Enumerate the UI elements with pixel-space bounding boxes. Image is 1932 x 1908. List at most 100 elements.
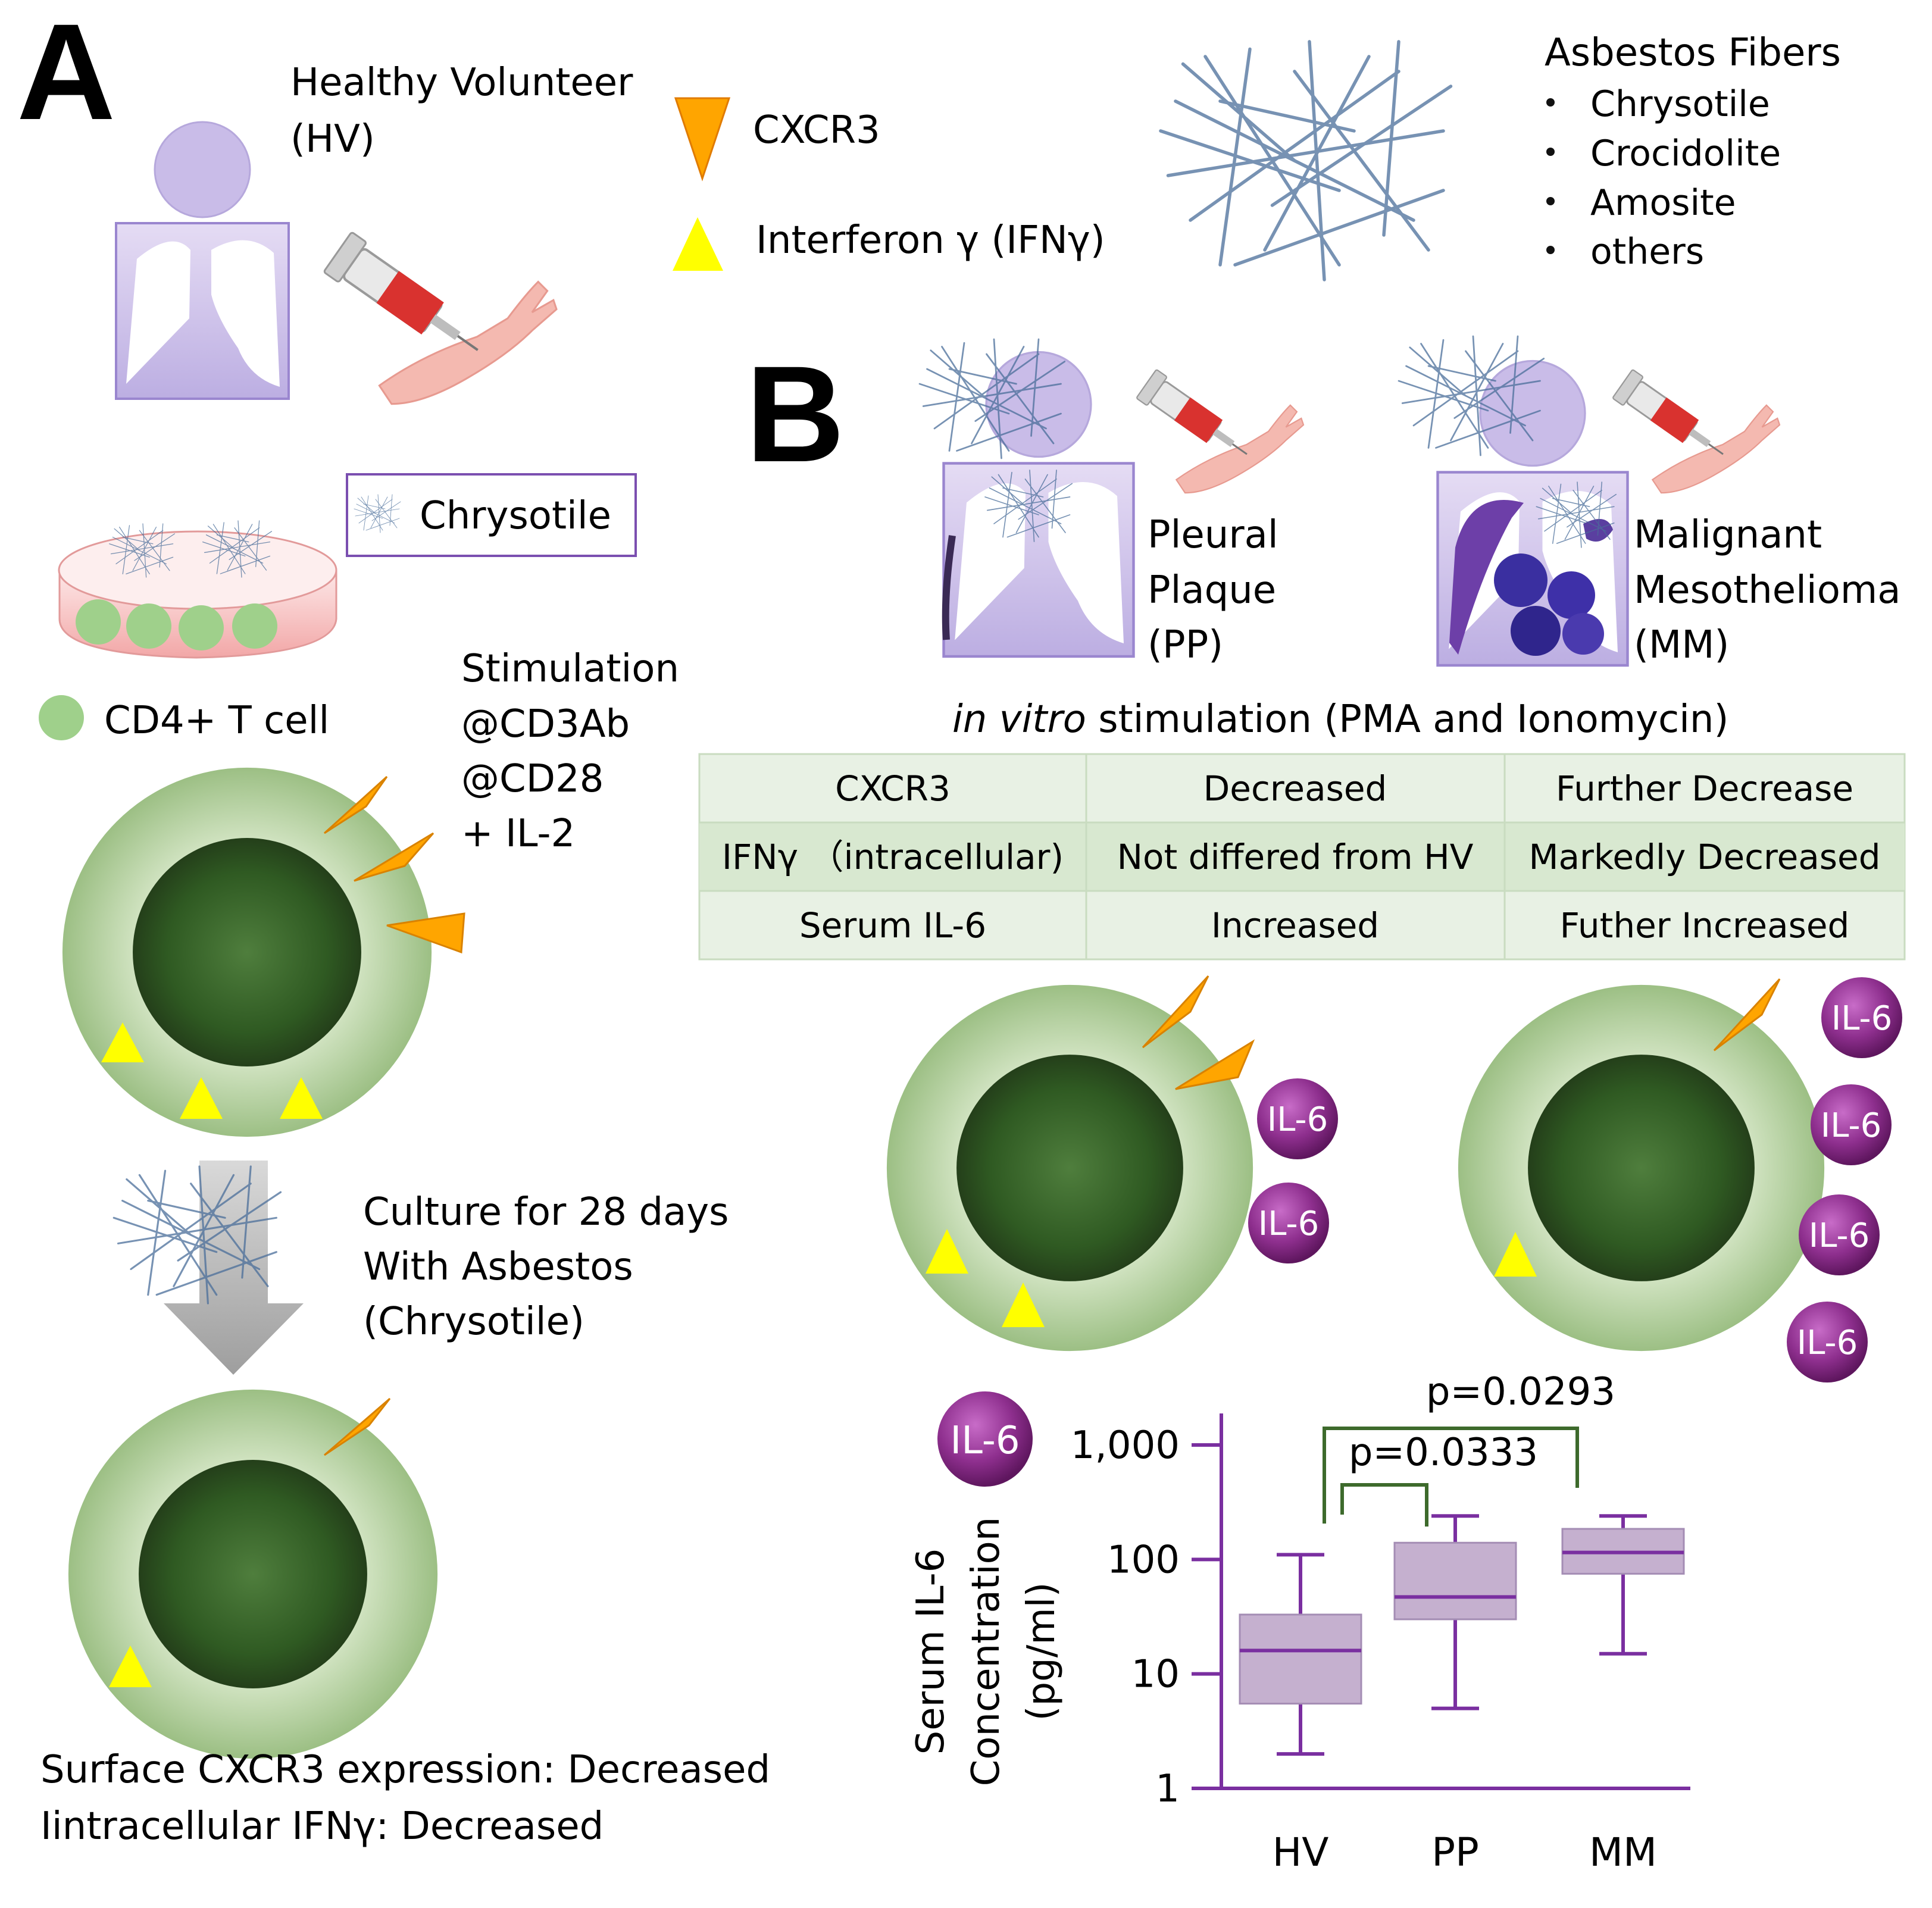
y-axis-label-line: Serum IL-6 (909, 1549, 953, 1755)
pp-label-line: Plaque (1148, 568, 1276, 612)
blood-draw-icon (1611, 368, 1781, 494)
il6-label: IL-6 (1831, 999, 1893, 1038)
y-axis-label-line: Concentration (964, 1517, 1008, 1787)
t-cell-stimulated (62, 767, 465, 1137)
il6-label: IL-6 (1258, 1205, 1320, 1243)
box-iqr (1239, 1613, 1362, 1705)
il6-label: IL-6 (950, 1419, 1020, 1463)
blood-draw-icon (1135, 368, 1305, 494)
cxcr3-legend-icon (674, 97, 731, 182)
table-cell: Decreased (1203, 768, 1387, 809)
x-tick-label: PP (1431, 1829, 1479, 1875)
asbestos-item: Amosite (1590, 182, 1736, 224)
il6-boxplot: Serum IL-6 Concentration (pg/ml) 1101001… (909, 1370, 1690, 1875)
pp-label-line: (PP) (1148, 623, 1223, 667)
cxcr3-receptor (1713, 978, 1781, 1052)
asbestos-item: Crocidolite (1590, 133, 1781, 174)
il6-label: IL-6 (1267, 1100, 1328, 1139)
cd4-legend-label: CD4+ T cell (104, 699, 329, 743)
result-line: Iintracellular IFNγ: Decreased (40, 1804, 604, 1848)
significance-bracket (1323, 1427, 1579, 1524)
y-axis-label-line: (pg/ml) (1020, 1582, 1064, 1721)
il6-badge: IL-6 (1787, 1302, 1868, 1382)
blood-draw-icon (324, 232, 557, 404)
stimulation-line: + IL-2 (461, 812, 575, 856)
mesothelioma-patient (1398, 335, 1628, 665)
table-cell: Markedly Decreased (1528, 837, 1880, 877)
results-table: CXCR3 Decreased Further Decrease IFNγ （i… (698, 753, 1906, 961)
asbestos-item: Chrysotile (1590, 83, 1770, 125)
asbestos-title: Asbestos Fibers (1545, 31, 1841, 75)
cxcr3-receptor (323, 775, 388, 834)
ifng-marker (180, 1077, 223, 1119)
stimulation-line: @CD3Ab (461, 702, 630, 746)
table-cell: Increased (1211, 905, 1379, 946)
t-cell-mm (1458, 978, 1825, 1352)
stimulation-line: Stimulation (461, 647, 679, 691)
y-tick-label: 10 (1131, 1653, 1180, 1697)
hv-label-line1: Healthy Volunteer (290, 61, 633, 105)
mm-label-line: Mesothelioma (1634, 568, 1900, 612)
mm-label-line: Malignant (1634, 513, 1822, 557)
stimulation-text: Stimulation @CD3Ab @CD28 + IL-2 (461, 647, 679, 856)
table-cell: IFNγ （intracellular) (722, 837, 1064, 877)
panel-b-label: B (746, 337, 845, 490)
p-value-label: p=0.0293 (1426, 1370, 1615, 1414)
healthy-volunteer-figure (115, 121, 290, 400)
x-tick-label: MM (1589, 1829, 1657, 1875)
pp-label-line: Pleural (1148, 513, 1278, 557)
cxcr3-receptor (324, 1397, 391, 1456)
p-value-label: p=0.0333 (1349, 1431, 1538, 1475)
il6-badge: IL-6 (1248, 1183, 1329, 1263)
t-cell-after-asbestos (68, 1389, 438, 1759)
asbestos-list: Chrysotile Crocidolite Amosite others (1546, 83, 1781, 273)
chrysotile-box-label: Chrysotile (420, 494, 611, 538)
ifng-marker (1002, 1283, 1045, 1327)
culture-dish (58, 520, 337, 659)
il6-badge: IL-6 (1799, 1194, 1880, 1275)
cd4-legend-icon (39, 695, 84, 740)
asbestos-item: others (1590, 231, 1704, 273)
table-cell: Not differed from HV (1117, 837, 1474, 877)
chrysotile-box (346, 473, 637, 557)
ifng-marker (280, 1077, 323, 1119)
culture-arrow (112, 1161, 304, 1375)
in-vitro-caption: in vitro stimulation (PMA and Ionomycin) (952, 697, 1728, 742)
table-cell: Further Decrease (1556, 768, 1853, 809)
il6-label: IL-6 (1809, 1216, 1870, 1255)
ifng-marker (101, 1022, 144, 1062)
il6-badge: IL-6 (1811, 1084, 1892, 1165)
t-cell-pp (886, 975, 1255, 1352)
significance-bracket (1340, 1483, 1428, 1527)
cxcr3-receptor (354, 832, 434, 882)
cxcr3-receptor (1175, 1039, 1255, 1090)
ifng-marker (1494, 1232, 1537, 1277)
table-cell: Serum IL-6 (799, 905, 986, 946)
x-tick-label: HV (1273, 1829, 1329, 1875)
y-tick-label: 1,000 (1071, 1424, 1180, 1468)
y-axis-label: Serum IL-6 Concentration (pg/ml) (909, 1517, 1064, 1787)
pleural-plaque-patient (918, 338, 1134, 656)
ifng-marker (926, 1229, 968, 1274)
culture-line: (Chrysotile) (363, 1300, 584, 1344)
stimulation-line: @CD28 (461, 757, 604, 801)
asbestos-fibers-icon (1161, 42, 1451, 280)
table-cell: Futher Increased (1560, 905, 1850, 946)
ifng-legend-icon (673, 217, 723, 271)
cxcr3-receptor (1142, 975, 1209, 1049)
il6-badge: IL-6 (1821, 977, 1902, 1058)
result-line: Surface CXCR3 expression: Decreased (40, 1748, 770, 1792)
hv-label-line2: (HV) (290, 117, 375, 161)
il6-label: IL-6 (1821, 1106, 1882, 1145)
table-cell: CXCR3 (835, 768, 951, 809)
culture-text: Culture for 28 days With Asbestos (Chrys… (363, 1190, 729, 1344)
chart-il6-badge: IL-6 (937, 1391, 1033, 1487)
panel-a-label: A (17, 0, 115, 148)
ifng-legend-label: Interferon γ (IFNγ) (756, 218, 1105, 262)
y-tick-label: 1 (1155, 1767, 1180, 1811)
box-iqr (1393, 1541, 1517, 1621)
culture-line: With Asbestos (363, 1245, 633, 1289)
cxcr3-receptor (386, 912, 465, 954)
cxcr3-legend-label: CXCR3 (753, 108, 880, 152)
